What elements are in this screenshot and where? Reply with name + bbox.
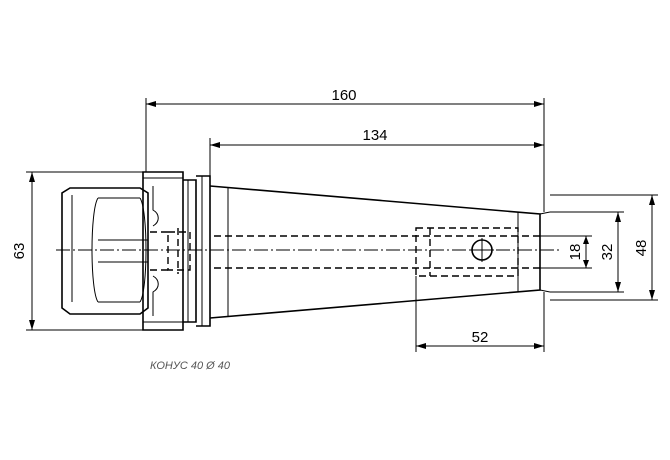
arrowhead: [583, 236, 589, 244]
arrowhead: [534, 101, 544, 107]
dim-inner-bore: 18: [540, 235, 592, 269]
arrowhead: [29, 320, 35, 330]
dim-label-overall: 160: [331, 87, 356, 104]
collet-curve-left: [91, 197, 99, 303]
tool-holder-body: [61, 171, 211, 331]
dim-label-bore-depth: 52: [472, 329, 489, 346]
v-groove-ring-2: [196, 175, 211, 327]
dim-label-mid: 32: [599, 244, 616, 261]
bore-hidden-pocket: [415, 227, 519, 277]
arrowhead: [615, 282, 621, 292]
drawing-caption: КОНУС 40 Ø 40: [150, 360, 231, 372]
taper-outline: [209, 185, 541, 319]
arrowhead: [649, 290, 655, 300]
dim-label-inner-bore: 18: [567, 244, 584, 261]
dim-label-nose: 48: [633, 240, 650, 257]
arrowhead: [29, 172, 35, 182]
dim-flange-diameter: 63: [11, 171, 143, 331]
dim-label-taper: 134: [362, 127, 387, 144]
nose-tip-top: [539, 211, 551, 215]
nose-tip-bottom: [539, 289, 551, 293]
arrowhead: [146, 101, 156, 107]
dim-bore-depth: 52: [415, 276, 545, 352]
arrowhead: [615, 212, 621, 222]
arrowhead: [649, 195, 655, 205]
dim-overall-length: 160: [145, 87, 545, 212]
flange-groove-top: [152, 186, 159, 227]
flange-outline: [142, 171, 184, 331]
dim-nose-diameter: 48: [550, 194, 658, 301]
dim-taper-length: 134: [209, 127, 544, 176]
arrowhead: [534, 142, 544, 148]
arrowhead: [534, 343, 544, 349]
flange-hidden-pocket: [167, 231, 191, 271]
collet-nut-outline: [61, 187, 149, 315]
flange-groove-bottom: [152, 275, 159, 316]
dim-mid-diameter: 32: [550, 211, 624, 293]
v-groove-ring-1: [183, 179, 197, 323]
taper-shank: [209, 185, 551, 319]
arrowhead: [210, 142, 220, 148]
arrowhead: [416, 343, 426, 349]
arrowhead: [583, 260, 589, 268]
dim-label-flange: 63: [11, 243, 28, 260]
